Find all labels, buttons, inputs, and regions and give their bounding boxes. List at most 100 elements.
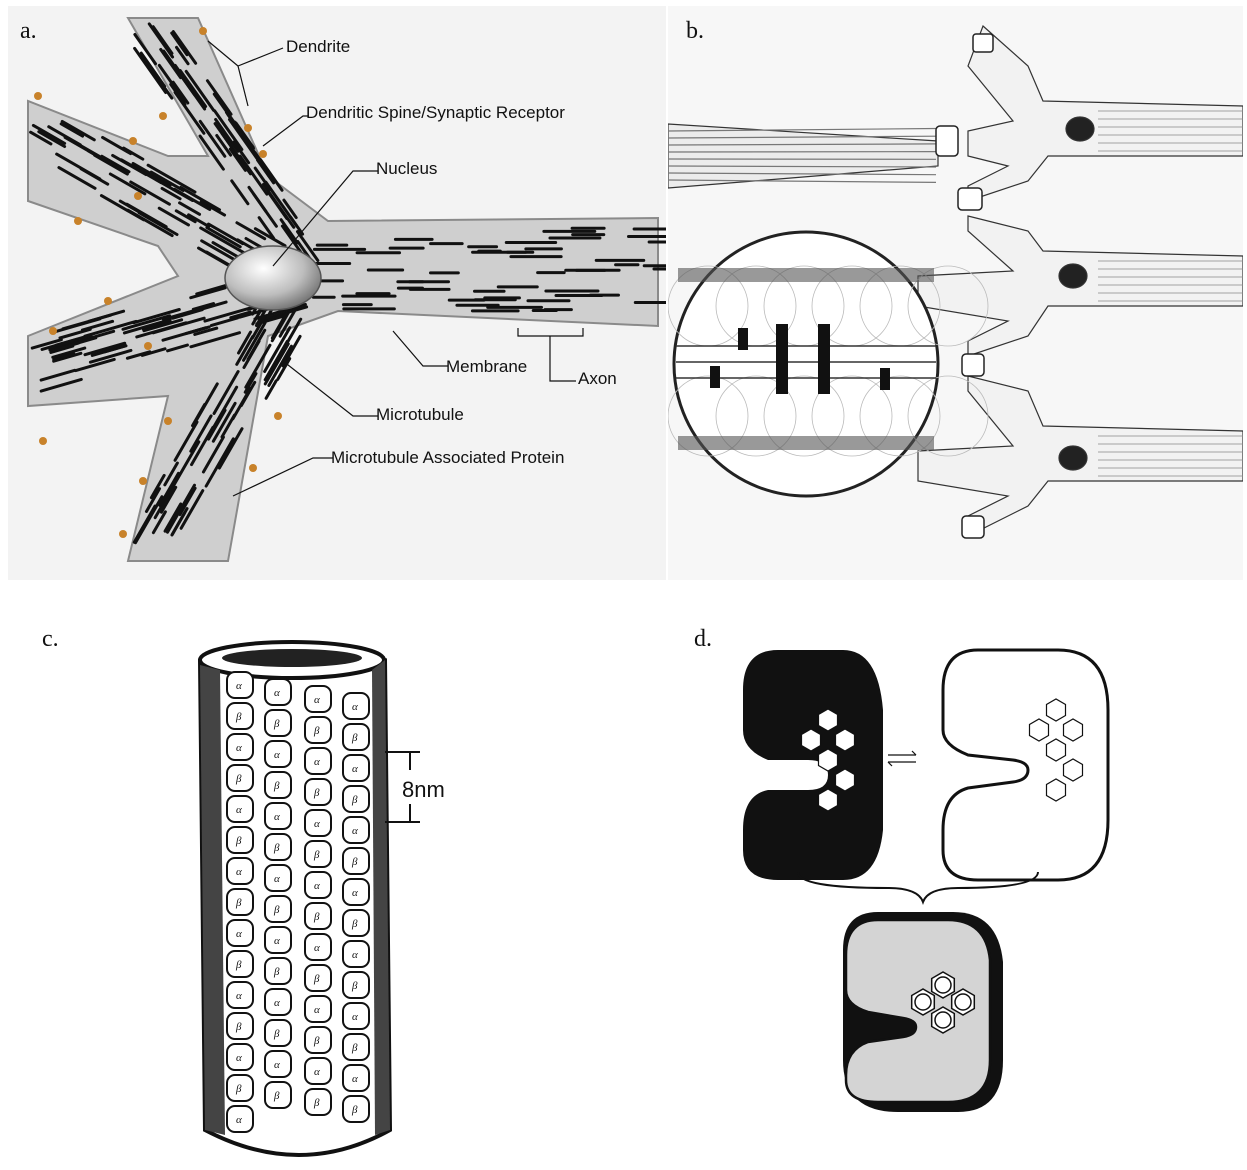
tubulin-subunit: α [265,741,291,767]
panel-d-letter: d. [694,626,712,653]
tubulin-subunit: β [265,1082,291,1108]
svg-text:α: α [352,949,358,961]
receptor-dot [104,297,112,305]
svg-text:β: β [313,1097,320,1109]
svg-text:α: α [314,694,320,706]
spacing-label-8nm: 8nm [402,777,445,802]
tubulin-subunit: β [305,903,331,929]
receptor-dot [144,342,152,350]
tubulin-subunit: β [227,951,253,977]
tubulin-subunit: β [227,889,253,915]
tubulin-subunit: α [343,1003,369,1029]
tubulin-subunit: α [305,748,331,774]
svg-text:α: α [274,873,280,885]
svg-text:α: α [236,866,242,878]
tubulin-subunit: β [305,717,331,743]
svg-text:β: β [313,849,320,861]
tubulin-subunit: β [343,972,369,998]
svg-text:β: β [351,732,358,744]
tubulin-subunit: α [265,989,291,1015]
receptor-dot [274,412,282,420]
svg-text:α: α [274,935,280,947]
label-axon: Axon [578,369,617,388]
tubulin-subunit: β [227,703,253,729]
svg-text:α: α [274,811,280,823]
receptor-dot [159,112,167,120]
svg-text:β: β [235,1021,242,1033]
tubulin-subunit: β [265,834,291,860]
nucleus-shape [225,246,321,310]
svg-text:α: α [352,887,358,899]
tubulin-subunit: β [343,848,369,874]
svg-text:α: α [314,756,320,768]
tubulin-subunit: α [227,982,253,1008]
svg-text:β: β [273,966,280,978]
svg-text:α: α [236,804,242,816]
tubulin-subunit: α [265,1051,291,1077]
tubulin-subunit: α [265,679,291,705]
svg-text:α: α [274,687,280,699]
receptor-dot [134,192,142,200]
tubulin-subunit: α [305,996,331,1022]
label-microtubule-associated-protein: Microtubule Associated Protein [331,448,564,467]
neuron-cell-middle [918,216,1243,356]
panel-c-letter: c. [42,626,59,653]
protein-state-2 [943,650,1108,880]
tubulin-subunit: β [343,910,369,936]
panel-b-letter: b. [686,18,704,45]
panel-b-neuron-network: b. [668,6,1243,580]
tubulin-subunit: β [265,772,291,798]
tubulin-subunit: α [265,927,291,953]
tubulin-subunit: β [305,1027,331,1053]
tubulin-subunit: α [227,672,253,698]
svg-text:α: α [314,818,320,830]
tubulin-subunit: β [343,724,369,750]
svg-text:α: α [352,825,358,837]
microtubule-cylinder: αβαβαβαβαβαβαβααβαβαβαβαβαβαβαβαβαβαβαβα… [0,590,668,1170]
tubulin-subunit: α [343,1065,369,1091]
tubulin-subunit: β [343,786,369,812]
svg-text:α: α [274,749,280,761]
receptor-dot [164,417,172,425]
tubulin-subunit: β [265,958,291,984]
svg-text:β: β [273,1090,280,1102]
tubulin-subunit: α [305,810,331,836]
svg-text:β: β [351,1104,358,1116]
tubulin-subunit: α [265,865,291,891]
tubulin-subunit: β [305,779,331,805]
tubulin-subunit: α [343,879,369,905]
svg-text:β: β [313,911,320,923]
label-dendrite: Dendrite [286,37,350,56]
receptor-dot [249,464,257,472]
svg-text:β: β [351,918,358,930]
svg-text:α: α [314,880,320,892]
label-dendritic-spine: Dendritic Spine/Synaptic Receptor [306,103,565,122]
svg-text:β: β [313,725,320,737]
label-microtubule: Microtubule [376,405,464,424]
svg-text:α: α [236,1114,242,1126]
tubulin-subunit: α [343,817,369,843]
svg-text:α: α [236,742,242,754]
tubulin-subunit: β [265,710,291,736]
tubulin-subunit: β [343,1096,369,1122]
tubulin-subunit: β [265,1020,291,1046]
tubulin-subunit: α [305,934,331,960]
tubulin-subunit: α [227,1044,253,1070]
svg-text:α: α [314,1004,320,1016]
panel-c-microtubule-structure: c. αβαβαβαβαβαβαβααβαβαβαβαβαβαβαβαβαβαβ… [0,590,668,1170]
receptor-dot [139,477,147,485]
neuron-cell-bottom [918,376,1243,536]
equilibrium-arrows [888,751,916,766]
tubulin-subunit: α [227,920,253,946]
svg-text:α: α [274,997,280,1009]
svg-text:β: β [313,973,320,985]
svg-text:β: β [235,711,242,723]
svg-text:β: β [351,794,358,806]
svg-text:β: β [273,842,280,854]
svg-text:β: β [235,1083,242,1095]
neuron-membrane [28,18,658,561]
tubulin-subunit: α [305,686,331,712]
neuron-illustration: Dendrite Dendritic Spine/Synaptic Recept… [8,6,666,580]
svg-text:β: β [273,780,280,792]
receptor-dot [49,327,57,335]
